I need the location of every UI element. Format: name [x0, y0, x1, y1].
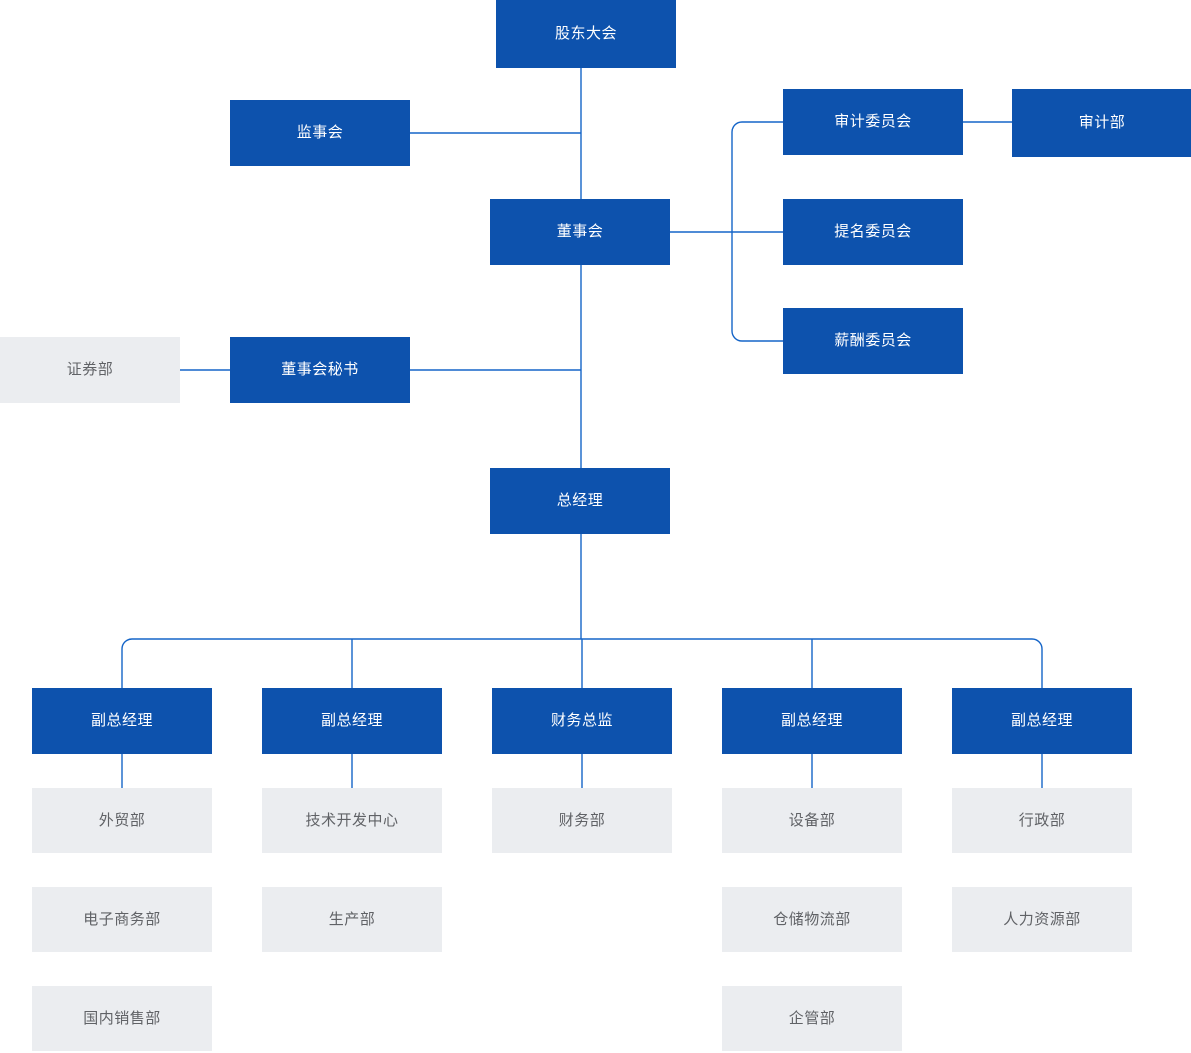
org-node-label: 审计部: [1078, 114, 1126, 131]
org-node-label: 薪酬委员会: [834, 332, 912, 349]
org-node-label: 董事会秘书: [281, 361, 359, 378]
org-node-label: 董事会: [556, 223, 604, 240]
org-node-label: 财务部: [558, 811, 606, 829]
org-node-label: 副总经理: [90, 712, 153, 729]
org-node-label: 行政部: [1018, 811, 1066, 829]
org-node-equipment-department[interactable]: 设备部: [722, 788, 902, 853]
org-node-label: 电子商务部: [83, 910, 161, 928]
org-node-label: 技术开发中心: [305, 811, 399, 829]
org-node-board-secretary[interactable]: 董事会秘书: [230, 337, 410, 403]
org-node-securities-department[interactable]: 证券部: [0, 337, 180, 403]
org-node-label: 财务总监: [550, 712, 613, 729]
org-node-deputy-gm-2[interactable]: 副总经理: [262, 688, 442, 754]
org-node-label: 副总经理: [320, 712, 383, 729]
org-node-enterprise-management-department[interactable]: 企管部: [722, 986, 902, 1051]
org-node-warehouse-logistics-department[interactable]: 仓储物流部: [722, 887, 902, 952]
org-node-label: 国内销售部: [83, 1009, 161, 1027]
org-node-audit-department[interactable]: 审计部: [1012, 89, 1191, 157]
org-node-nomination-committee[interactable]: 提名委员会: [783, 199, 963, 265]
org-node-compensation-committee[interactable]: 薪酬委员会: [783, 308, 963, 374]
org-node-administration-department[interactable]: 行政部: [952, 788, 1132, 853]
org-node-human-resources-department[interactable]: 人力资源部: [952, 887, 1132, 952]
org-node-label: 外贸部: [98, 811, 146, 829]
org-node-label: 总经理: [556, 492, 604, 509]
org-node-audit-committee[interactable]: 审计委员会: [783, 89, 963, 155]
org-node-deputy-gm-4[interactable]: 副总经理: [952, 688, 1132, 754]
org-node-label: 审计委员会: [834, 113, 912, 130]
org-node-deputy-gm-3[interactable]: 副总经理: [722, 688, 902, 754]
org-node-label: 提名委员会: [834, 223, 912, 240]
org-node-deputy-gm-1[interactable]: 副总经理: [32, 688, 212, 754]
org-node-label: 副总经理: [1010, 712, 1073, 729]
org-node-label: 生产部: [328, 910, 376, 928]
org-node-tech-development-center[interactable]: 技术开发中心: [262, 788, 442, 853]
org-node-finance-department[interactable]: 财务部: [492, 788, 672, 853]
org-node-cfo[interactable]: 财务总监: [492, 688, 672, 754]
org-node-ecommerce-department[interactable]: 电子商务部: [32, 887, 212, 952]
org-node-shareholders[interactable]: 股东大会: [496, 0, 676, 68]
org-node-label: 设备部: [788, 811, 836, 829]
org-node-supervisory-board[interactable]: 监事会: [230, 100, 410, 166]
org-node-general-manager[interactable]: 总经理: [490, 468, 670, 534]
org-node-label: 人力资源部: [1003, 910, 1081, 928]
org-node-label: 证券部: [66, 361, 114, 378]
org-node-production-department[interactable]: 生产部: [262, 887, 442, 952]
org-node-label: 仓储物流部: [773, 910, 851, 928]
org-node-label: 监事会: [296, 124, 344, 141]
org-node-label: 企管部: [788, 1009, 836, 1027]
line-distribution-bar: [121, 638, 1043, 688]
org-node-board-directors[interactable]: 董事会: [490, 199, 670, 265]
org-node-foreign-trade-department[interactable]: 外贸部: [32, 788, 212, 853]
line-bracket-committees: [731, 121, 783, 342]
org-node-label: 股东大会: [554, 25, 617, 42]
org-node-domestic-sales-department[interactable]: 国内销售部: [32, 986, 212, 1051]
org-node-label: 副总经理: [780, 712, 843, 729]
